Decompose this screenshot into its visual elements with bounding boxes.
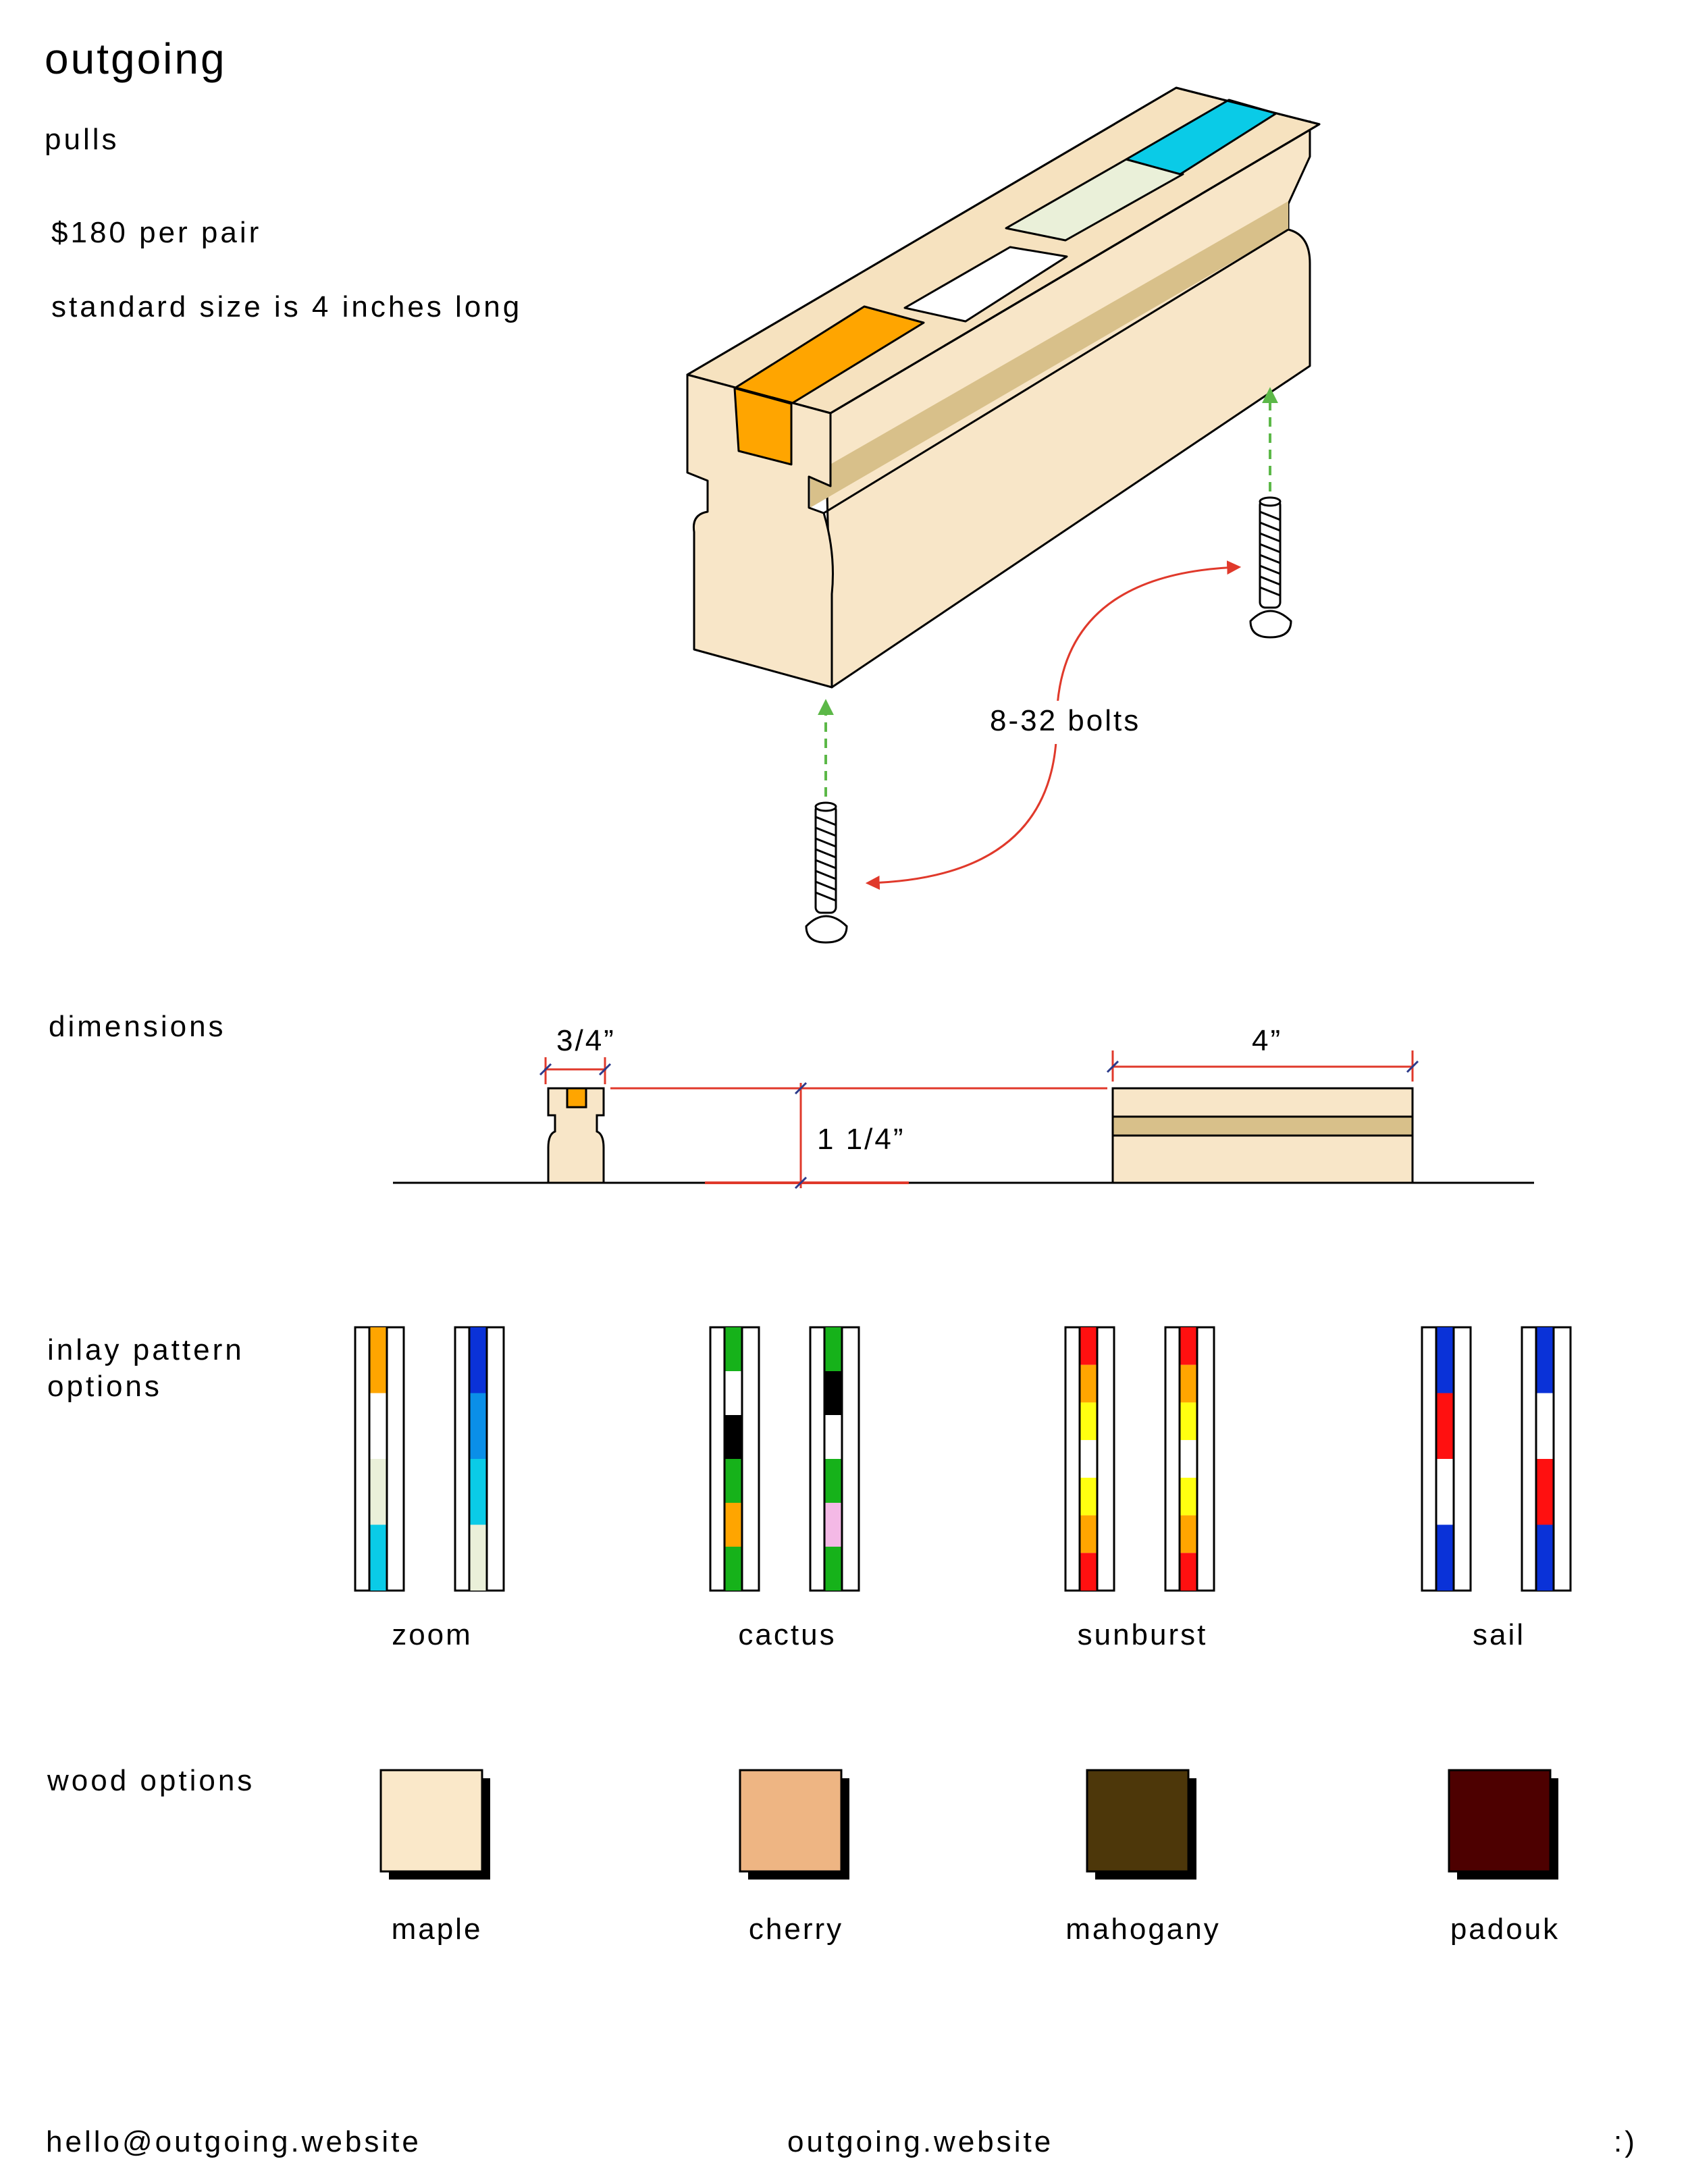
footer-email-link[interactable]: hello@outgoing.website bbox=[46, 2125, 421, 2158]
strip-segment bbox=[1180, 1402, 1197, 1441]
inlay-strip bbox=[1521, 1326, 1572, 1592]
price-text: $180 per pair bbox=[51, 216, 262, 249]
dimensions-heading: dimensions bbox=[49, 1010, 226, 1043]
bolt-left bbox=[805, 801, 848, 944]
strip-segment bbox=[1436, 1393, 1454, 1459]
strip-segment bbox=[1180, 1515, 1197, 1553]
inlay-patterns: zoom cactus sunburst sail bbox=[354, 1326, 1572, 1651]
footer-smile: :) bbox=[1614, 2125, 1637, 2158]
strip-segment bbox=[1080, 1477, 1097, 1516]
wood-option-name: mahogany bbox=[1065, 1913, 1220, 1946]
wood-option-mahogany[interactable]: mahogany bbox=[1065, 1769, 1220, 1946]
strip-segment bbox=[1080, 1364, 1097, 1403]
pull-isometric bbox=[686, 86, 1321, 689]
inlay-strip bbox=[454, 1326, 505, 1592]
inlay-pattern-zoom[interactable]: zoom bbox=[354, 1326, 505, 1651]
strip-segment bbox=[369, 1327, 387, 1393]
footer-website-link[interactable]: outgoing.website bbox=[787, 2125, 1054, 2158]
dimension-drawing: 3/4” 4” 1 1/4” bbox=[393, 1024, 1534, 1190]
wood-option-name: cherry bbox=[749, 1913, 843, 1946]
inlay-end-orange bbox=[733, 387, 793, 466]
strip-segment bbox=[1080, 1402, 1097, 1441]
inlay-cream bbox=[1005, 158, 1184, 242]
strip-segment bbox=[1080, 1515, 1097, 1553]
product-name: pulls bbox=[45, 123, 120, 156]
strip-segment bbox=[724, 1327, 742, 1371]
strip-segment bbox=[1536, 1524, 1554, 1591]
strip-segment bbox=[724, 1415, 742, 1459]
inlay-strip bbox=[709, 1326, 760, 1592]
strip-segment bbox=[724, 1371, 742, 1415]
inlay-strip bbox=[1164, 1326, 1215, 1592]
strip-segment bbox=[724, 1503, 742, 1547]
inlay-pattern-sunburst[interactable]: sunburst bbox=[1064, 1326, 1215, 1651]
bolts-label: 8-32 bolts bbox=[990, 704, 1140, 737]
inlay-white bbox=[903, 246, 1068, 323]
strip-segment bbox=[1080, 1327, 1097, 1365]
pull-groove bbox=[810, 201, 1288, 508]
inlay-pattern-name: zoom bbox=[392, 1618, 473, 1651]
strip-segment bbox=[1180, 1364, 1197, 1403]
dim-side-groove bbox=[1111, 1115, 1414, 1137]
wood-option-cherry[interactable]: cherry bbox=[739, 1769, 849, 1946]
dim-length-label: 4” bbox=[1252, 1024, 1282, 1057]
brand-title: outgoing bbox=[45, 34, 227, 83]
strip-segment bbox=[1180, 1477, 1197, 1516]
wood-swatch bbox=[1448, 1769, 1552, 1873]
inlay-pattern-cactus[interactable]: cactus bbox=[709, 1326, 860, 1651]
wood-swatches: maple cherry mahogany padouk bbox=[379, 1769, 1560, 1946]
strip-segment bbox=[369, 1459, 387, 1525]
strip-segment bbox=[1080, 1440, 1097, 1478]
dim-profile-end bbox=[547, 1087, 605, 1184]
wood-option-padouk[interactable]: padouk bbox=[1448, 1769, 1560, 1946]
strip-segment bbox=[1536, 1393, 1554, 1459]
strip-segment bbox=[1536, 1459, 1554, 1525]
strip-segment bbox=[824, 1415, 842, 1459]
wood-option-name: padouk bbox=[1450, 1913, 1560, 1946]
dim-profile-inlay bbox=[566, 1087, 587, 1109]
strip-segment bbox=[824, 1547, 842, 1591]
wood-option-maple[interactable]: maple bbox=[379, 1769, 490, 1946]
strip-segment bbox=[469, 1459, 487, 1525]
strip-segment bbox=[369, 1393, 387, 1459]
strip-segment bbox=[724, 1459, 742, 1503]
strip-segment bbox=[469, 1393, 487, 1459]
inlay-heading: inlay pattern options bbox=[47, 1333, 244, 1403]
inlay-strip bbox=[1064, 1326, 1115, 1592]
strip-segment bbox=[1180, 1327, 1197, 1365]
bolt-right bbox=[1249, 496, 1292, 639]
strip-segment bbox=[824, 1503, 842, 1547]
strip-segment bbox=[824, 1459, 842, 1503]
dim-height-label: 1 1/4” bbox=[817, 1123, 905, 1156]
inlay-pattern-sail[interactable]: sail bbox=[1421, 1326, 1572, 1651]
wood-swatch bbox=[739, 1769, 843, 1873]
wood-swatch bbox=[379, 1769, 483, 1873]
size-note: standard size is 4 inches long bbox=[51, 290, 523, 323]
strip-segment bbox=[1180, 1440, 1197, 1478]
wood-heading: wood options bbox=[47, 1764, 255, 1797]
strip-segment bbox=[1080, 1553, 1097, 1591]
dim-width-label: 3/4” bbox=[556, 1024, 616, 1057]
strip-segment bbox=[1180, 1553, 1197, 1591]
inlay-pattern-name: sail bbox=[1473, 1618, 1525, 1651]
strip-segment bbox=[369, 1524, 387, 1591]
inlay-pattern-name: sunburst bbox=[1078, 1618, 1208, 1651]
inlay-strip bbox=[809, 1326, 860, 1592]
strip-segment bbox=[824, 1327, 842, 1371]
strip-segment bbox=[1436, 1459, 1454, 1525]
strip-segment bbox=[724, 1547, 742, 1591]
inlay-strip bbox=[1421, 1326, 1472, 1592]
strip-segment bbox=[1436, 1524, 1454, 1591]
strip-segment bbox=[1536, 1327, 1554, 1393]
inlay-pattern-name: cactus bbox=[738, 1618, 836, 1651]
strip-segment bbox=[1436, 1327, 1454, 1393]
strip-segment bbox=[469, 1524, 487, 1591]
inlay-strip bbox=[354, 1326, 405, 1592]
wood-option-name: maple bbox=[392, 1913, 483, 1946]
pull-end-face bbox=[686, 373, 834, 689]
strip-segment bbox=[824, 1371, 842, 1415]
wood-swatch bbox=[1086, 1769, 1190, 1873]
strip-segment bbox=[469, 1327, 487, 1393]
